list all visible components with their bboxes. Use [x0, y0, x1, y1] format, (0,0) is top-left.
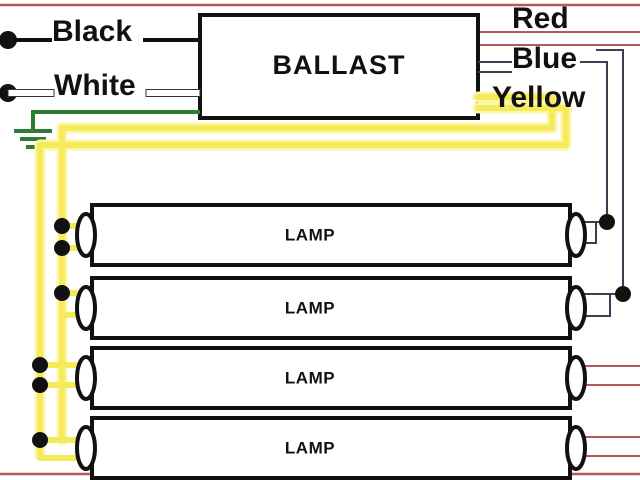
lamp-4-label: LAMP: [285, 438, 335, 457]
yellow-node-lamp4-pin1: [32, 432, 48, 448]
lamp-1-label: LAMP: [285, 225, 335, 244]
black-supply-group: Black: [0, 15, 200, 49]
white-wire-to-ballast: [145, 89, 201, 97]
ballast-box[interactable]: [198, 13, 480, 120]
yellow-node-lamp3-pin1: [32, 357, 48, 373]
yellow-node-lamp3-pin2: [32, 377, 48, 393]
lamp-2-group[interactable]: LAMP: [75, 276, 587, 340]
yellow-wire-label: Yellow: [492, 81, 586, 114]
blue-run-lamp2: [596, 49, 624, 294]
lamp-1-group[interactable]: LAMP: [75, 203, 587, 267]
yellow-ballast-stubs: [478, 94, 498, 111]
yellow-node-lamp1-pin1: [54, 218, 70, 234]
blue-wire-label: Blue: [512, 42, 577, 75]
blue-tap-lamp2-pin2: [578, 294, 611, 317]
lamp-4-group[interactable]: LAMP: [75, 416, 587, 480]
black-wire-label: Black: [52, 15, 132, 48]
white-wire-left-stub: [7, 89, 55, 97]
lamp-3-label: LAMP: [285, 368, 335, 387]
lamp-2-socket-left: [75, 285, 97, 331]
blue-run-lamp1: [580, 61, 608, 222]
white-supply-group: White: [0, 69, 201, 102]
blue-node-lamp2: [615, 286, 631, 302]
green-ground-wire: [31, 110, 200, 131]
lamp-2-body[interactable]: [90, 276, 572, 340]
lamp-4-socket-right: [565, 425, 587, 471]
yellow-node-lamp2-pin1: [54, 285, 70, 301]
ballast-module[interactable]: BALLAST: [198, 13, 480, 120]
yellow-run-outer: [37, 105, 569, 458]
lamp-4-socket-left: [75, 425, 97, 471]
junction-dot-group: [32, 214, 631, 448]
white-wire-label: White: [54, 69, 136, 102]
lamp-2-socket-right: [565, 285, 587, 331]
red-wire-label: Red: [512, 2, 569, 35]
blue-node-lamp1: [599, 214, 615, 230]
lamp-3-socket-right: [565, 355, 587, 401]
lamp-3-group[interactable]: LAMP: [75, 346, 587, 410]
lamp-1-socket-right: [565, 212, 587, 258]
ballast-label: BALLAST: [273, 50, 406, 80]
lamp-2-label: LAMP: [285, 298, 335, 317]
lamp-1-socket-left: [75, 212, 97, 258]
yellow-node-lamp1-pin2: [54, 240, 70, 256]
lamp-3-socket-left: [75, 355, 97, 401]
red-bus-top-group: [0, 3, 640, 46]
